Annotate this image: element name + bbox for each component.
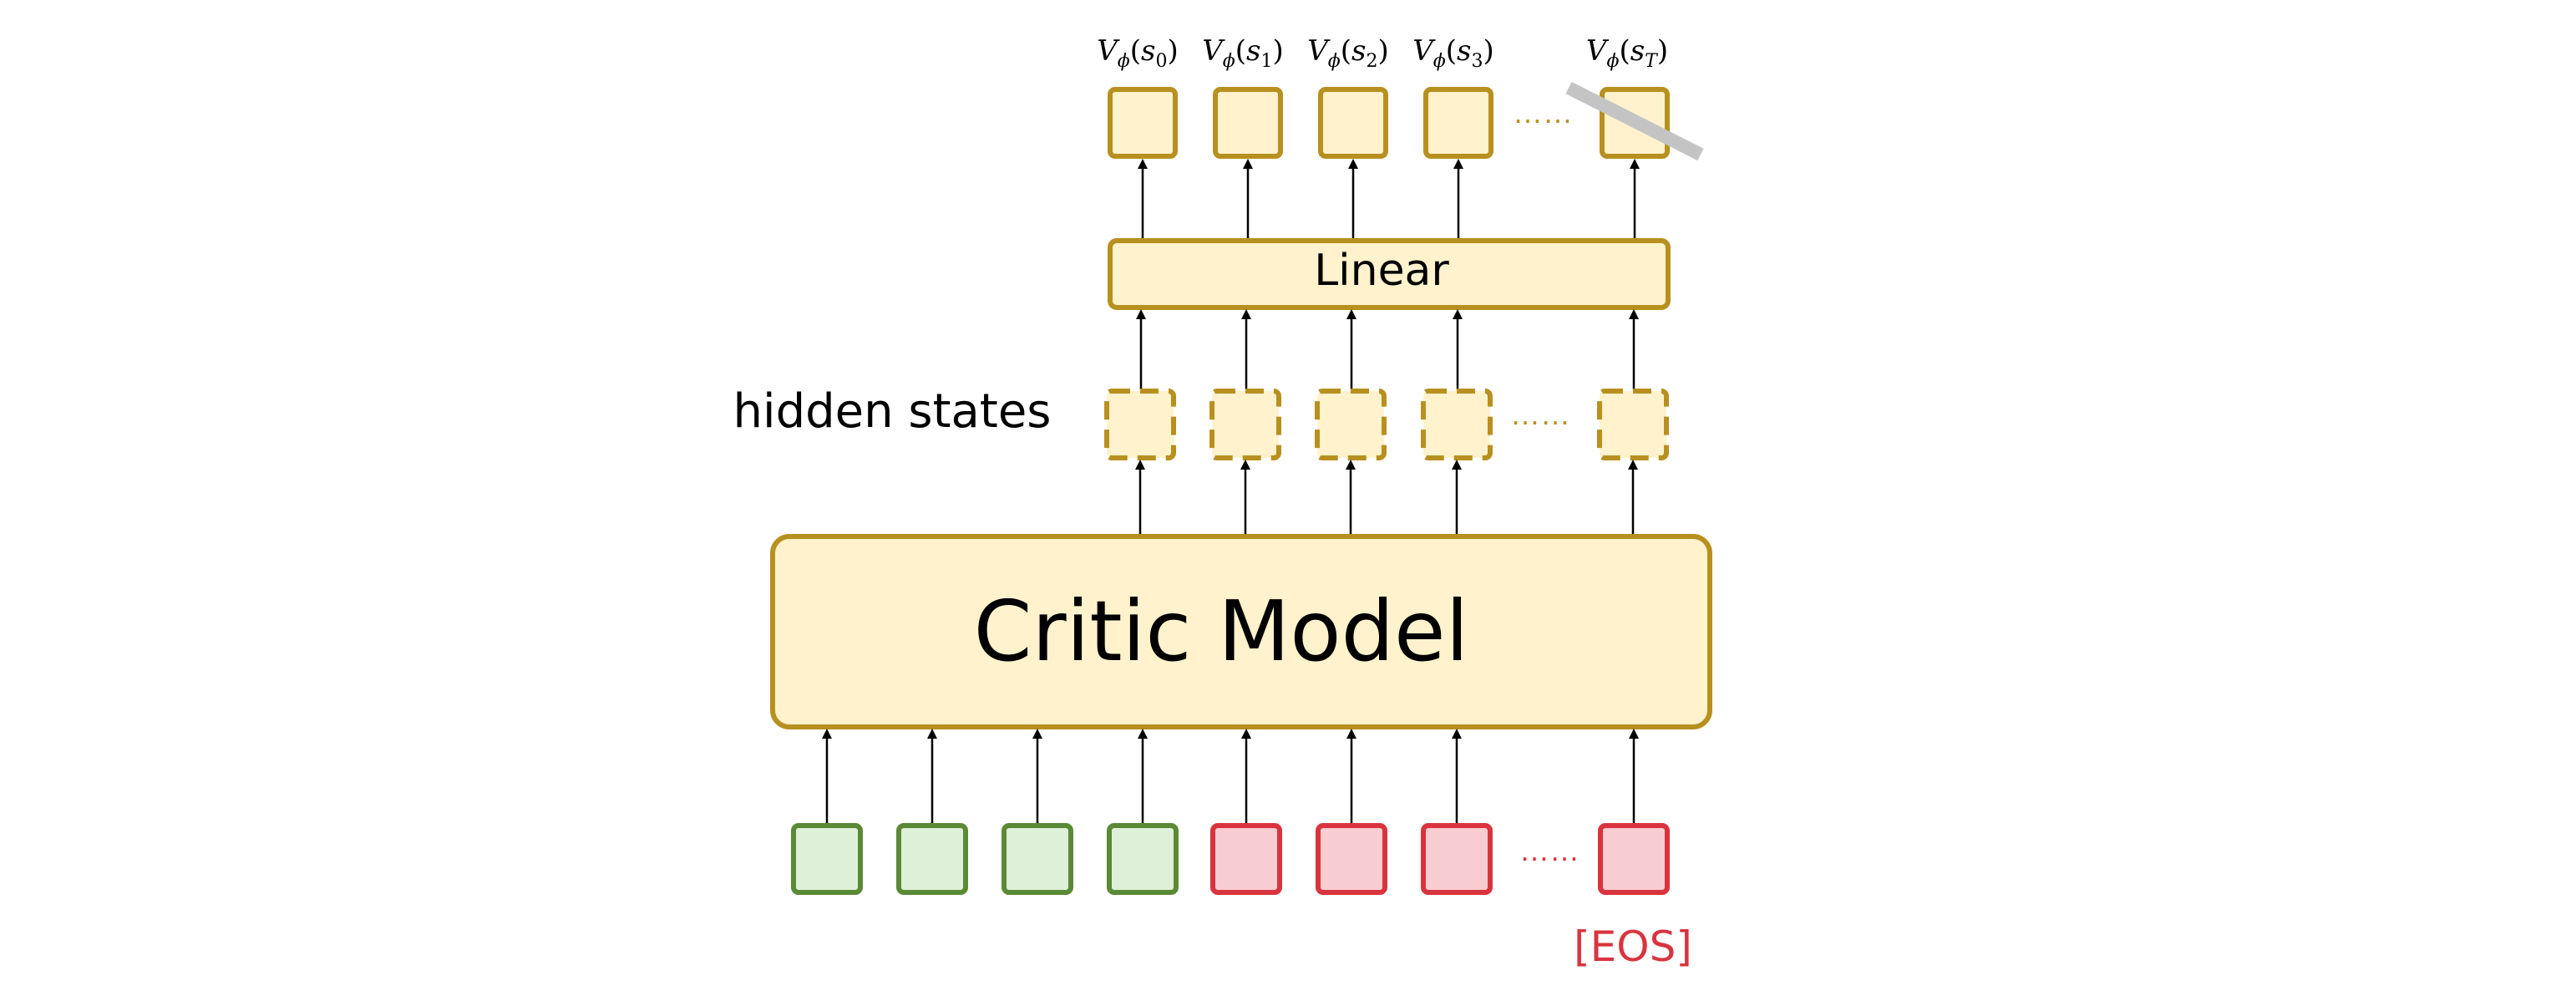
output-box-2	[1318, 87, 1388, 159]
critic-model-box	[770, 534, 1712, 729]
hidden-ellipsis: ……	[1510, 397, 1570, 431]
value-label-0: Vϕ(s0)	[1097, 34, 1179, 72]
response-token-0	[1210, 823, 1282, 895]
value-label-T: Vϕ(sT)	[1586, 34, 1668, 72]
hidden-to-linear-arrows	[1136, 309, 1639, 389]
linear-layer-label: Linear	[1314, 246, 1449, 296]
eos-label: [EOS]	[1574, 922, 1692, 971]
hidden-box-1	[1209, 389, 1281, 460]
response-tokens	[1210, 823, 1670, 895]
output-ellipsis: ……	[1513, 95, 1573, 130]
hidden-box-3	[1421, 389, 1493, 460]
strike-line	[1565, 81, 1704, 161]
token-to-critic-arrows	[822, 729, 1639, 824]
value-label-3: Vϕ(s3)	[1412, 34, 1494, 72]
hidden-state-boxes	[1104, 389, 1669, 460]
value-label-2: Vϕ(s2)	[1307, 34, 1389, 72]
prompt-token-1	[896, 823, 968, 895]
value-labels: Vϕ(s0) Vϕ(s1) Vϕ(s2) Vϕ(s3) Vϕ(sT)	[1097, 34, 1668, 72]
hidden-states-label: hidden states	[733, 384, 1052, 439]
output-box-1	[1213, 87, 1283, 159]
hidden-box-0	[1104, 389, 1176, 460]
value-label-1: Vϕ(s1)	[1202, 34, 1284, 72]
response-token-1	[1316, 823, 1387, 895]
hidden-box-T	[1597, 389, 1669, 460]
critic-to-hidden-arrows	[1135, 460, 1638, 535]
prompt-token-3	[1107, 823, 1179, 895]
response-token-eos	[1598, 823, 1670, 895]
hidden-box-2	[1315, 389, 1387, 460]
response-token-2	[1421, 823, 1493, 895]
prompt-token-2	[1001, 823, 1073, 895]
linear-to-output-arrows	[1138, 159, 1640, 239]
linear-layer-box	[1108, 238, 1671, 310]
critic-model-label: Critic Model	[974, 582, 1469, 680]
output-box-0	[1108, 87, 1178, 159]
prompt-token-0	[791, 823, 863, 895]
token-ellipsis: ……	[1519, 833, 1580, 867]
prompt-tokens	[791, 823, 1179, 895]
output-box-3	[1423, 87, 1493, 159]
